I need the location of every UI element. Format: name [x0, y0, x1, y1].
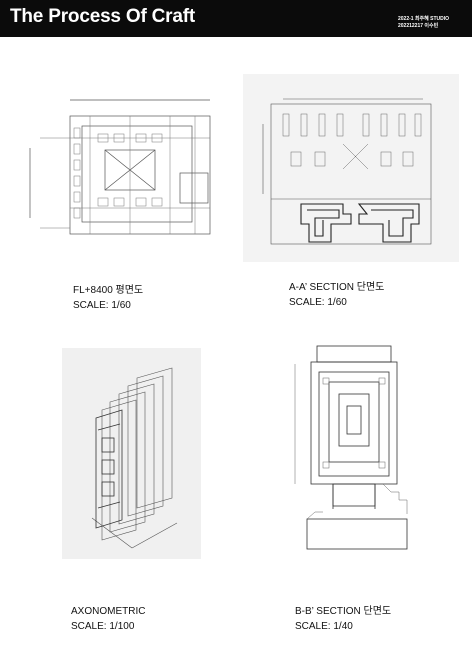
- caption-floor-plan: FL+8400 평면도 SCALE: 1/60: [73, 283, 143, 313]
- caption-section-bb: B-B’ SECTION 단면도 SCALE: 1/40: [295, 604, 391, 634]
- student-line: 202212217 이수빈: [398, 23, 439, 29]
- section-bb-drawing: [287, 344, 417, 556]
- drawing-title: B-B’ SECTION 단면도: [295, 606, 392, 617]
- axonometric-drawing: [62, 348, 201, 559]
- caption-axonometric: AXONOMETRIC SCALE: 1/100: [71, 604, 145, 634]
- drawing-title: A-A’ SECTION 단면도: [289, 282, 385, 293]
- studio-line: 2022-1 최주혜 STUDIO: [398, 16, 450, 22]
- floor-plan-drawing: [10, 78, 230, 253]
- drawing-title: FL+8400 평면도: [73, 285, 144, 296]
- section-aa-drawing: [243, 74, 459, 262]
- studio-info: 2022-1 최주혜 STUDIO 202212217 이수빈: [398, 16, 449, 30]
- drawing-scale: SCALE: 1/60: [289, 297, 347, 308]
- drawing-scale: SCALE: 1/60: [73, 300, 131, 311]
- drawing-scale: SCALE: 1/100: [71, 621, 135, 632]
- header-bar: The Process Of Craft 2022-1 최주혜 STUDIO 2…: [0, 0, 472, 37]
- caption-section-aa: A-A’ SECTION 단면도 SCALE: 1/60: [289, 280, 384, 310]
- drawing-title: AXONOMETRIC: [71, 606, 146, 617]
- page-title: The Process Of Craft: [10, 6, 195, 27]
- drawing-scale: SCALE: 1/40: [295, 621, 353, 632]
